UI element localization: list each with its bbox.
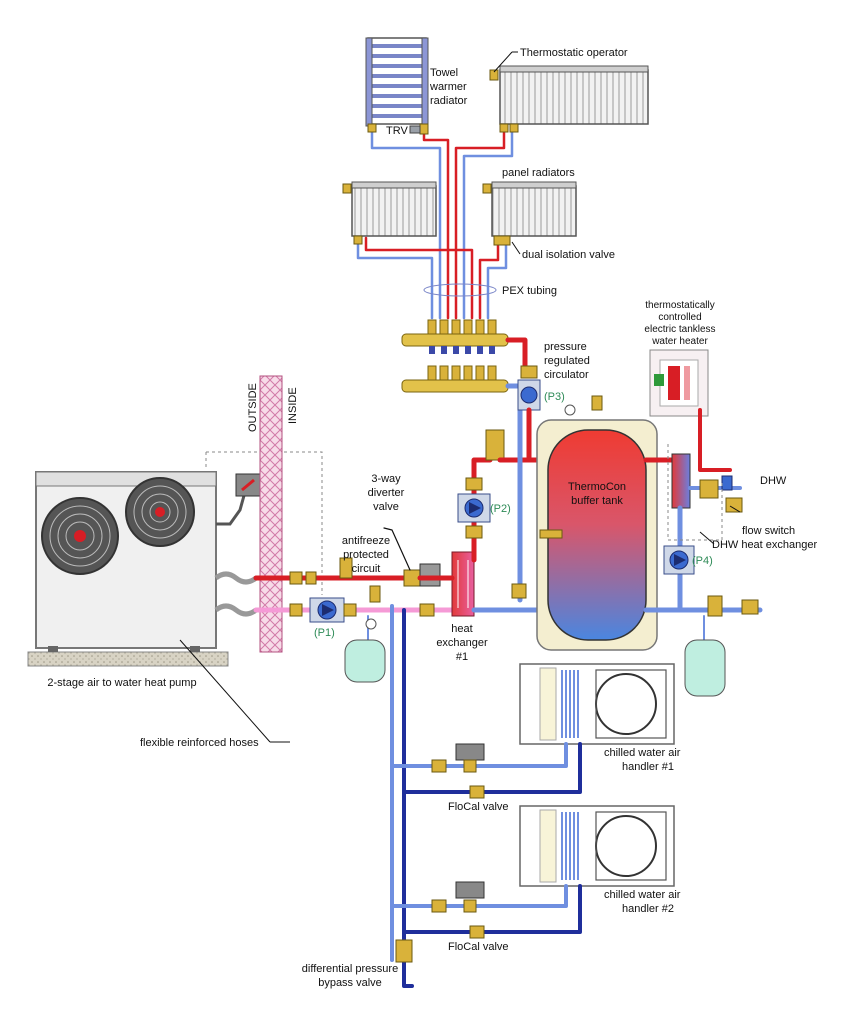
heat-exchanger-1 xyxy=(451,551,475,617)
heater-label-3: electric tankless xyxy=(644,324,715,335)
diverter-label-2: diverter xyxy=(368,487,405,499)
dual-isolation-valve-label: dual isolation valve xyxy=(522,249,615,261)
fan-left-icon xyxy=(41,497,119,575)
air-handler-1-label-2: handler #1 xyxy=(622,761,674,773)
towel-warmer-radiator xyxy=(365,37,429,127)
air-handler-1-label-1: chilled water air xyxy=(604,747,681,759)
pex-bundle-marker xyxy=(423,283,497,297)
dhw-heat-exchanger-label: DHW heat exchanger xyxy=(712,539,817,551)
expansion-tank-right xyxy=(684,639,726,697)
towel-warmer-label-2: warmer xyxy=(429,81,467,93)
antifreeze-components xyxy=(289,557,381,623)
diverter-label-1: 3-way xyxy=(371,473,401,485)
flocal-valve-2 xyxy=(431,881,485,939)
buffer-tank-label-2: buffer tank xyxy=(571,495,623,507)
pex-tubing-label: PEX tubing xyxy=(502,285,557,297)
heat-exchanger-label-3: #1 xyxy=(456,651,468,663)
flow-switch-label: flow switch xyxy=(742,525,795,537)
heater-label-2: controlled xyxy=(658,312,701,323)
air-handler-1 xyxy=(519,663,675,745)
flocal-1-label: FloCal valve xyxy=(448,801,509,813)
differential-pressure-bypass-valve-icon xyxy=(395,939,413,963)
bypass-valve-label-2: bypass valve xyxy=(318,977,382,989)
exterior-wall xyxy=(259,375,283,653)
pressure-circulator-label-2: regulated xyxy=(544,355,590,367)
bypass-valve-label-1: differential pressure xyxy=(302,963,398,975)
dhw-label: DHW xyxy=(760,475,787,487)
air-separator-icon xyxy=(485,429,505,461)
pressure-circulator-label-3: circulator xyxy=(544,369,589,381)
outside-label: OUTSIDE xyxy=(247,383,259,432)
p2-label: (P2) xyxy=(490,503,511,515)
heat-pump-label: 2-stage air to water heat pump xyxy=(47,677,196,689)
trv-head-icon xyxy=(409,125,421,134)
buffer-tank xyxy=(536,395,658,651)
flexible-hoses-label: flexible reinforced hoses xyxy=(140,737,259,749)
electric-tankless-heater xyxy=(649,349,709,417)
heater-label-4: water heater xyxy=(651,336,708,347)
circulator-p3-icon xyxy=(517,365,541,411)
manifold xyxy=(401,319,509,393)
air-handler-2-label-2: handler #2 xyxy=(622,903,674,915)
top-panel-radiator xyxy=(489,65,649,125)
antifreeze-label-3: circuit xyxy=(352,563,381,575)
p4-label: (P4) xyxy=(692,555,713,567)
towel-warmer-label-3: radiator xyxy=(430,95,468,107)
diverter-label-3: valve xyxy=(373,501,399,513)
left-panel-radiator xyxy=(342,181,437,237)
inside-label: INSIDE xyxy=(287,387,299,424)
circulator-p4-icon xyxy=(663,545,695,575)
panel-radiators-label: panel radiators xyxy=(502,167,575,179)
circulator-p2-icon xyxy=(457,477,491,539)
air-handler-2-label-1: chilled water air xyxy=(604,889,681,901)
radiator-valves xyxy=(353,123,519,246)
flocal-valve-1 xyxy=(431,743,485,799)
towel-warmer-label-1: Towel xyxy=(430,67,458,79)
thermostatic-operator-icon xyxy=(489,69,499,81)
expansion-tank-left xyxy=(344,639,386,683)
p1-label: (P1) xyxy=(314,627,335,639)
heat-exchanger-label-2: exchanger xyxy=(436,637,488,649)
dhw-heat-exchanger xyxy=(671,453,691,509)
circulator-p1-icon xyxy=(309,597,345,623)
right-panel-radiator xyxy=(482,181,577,237)
pressure-circulator-label-1: pressure xyxy=(544,341,587,353)
trv-label: TRV xyxy=(386,125,408,137)
p3-label: (P3) xyxy=(544,391,565,403)
heat-exchanger-label-1: heat xyxy=(451,623,472,635)
fan-right-icon xyxy=(125,477,195,547)
antifreeze-label-1: antifreeze xyxy=(342,535,390,547)
buffer-tank-label-1: ThermoCon xyxy=(568,481,626,493)
air-handler-2 xyxy=(519,805,675,887)
heater-label-1: thermostatically xyxy=(645,300,714,311)
thermostatic-operator-label: Thermostatic operator xyxy=(520,47,628,59)
heat-pump-outdoor-unit xyxy=(27,471,229,667)
pex-tubing xyxy=(356,124,514,320)
antifreeze-label-2: protected xyxy=(343,549,389,561)
flocal-2-label: FloCal valve xyxy=(448,941,509,953)
